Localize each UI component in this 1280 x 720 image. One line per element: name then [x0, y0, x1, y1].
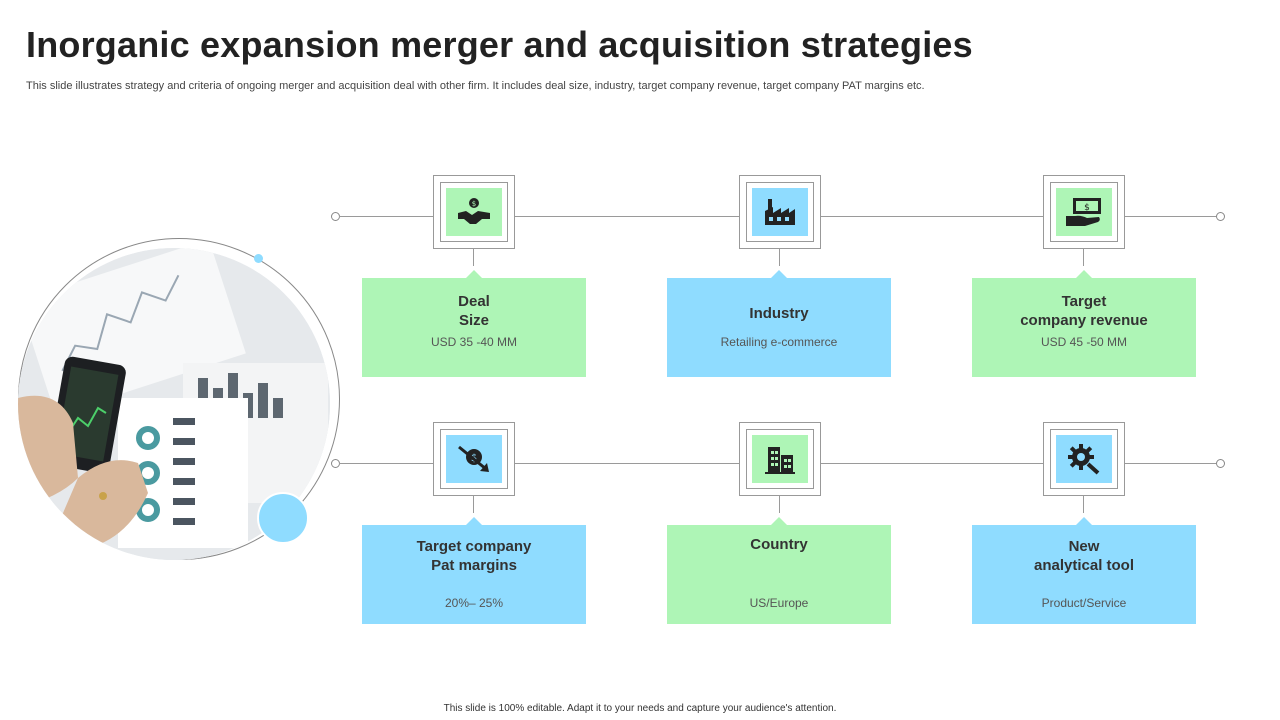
- connector-line: [339, 463, 433, 464]
- decorative-circle: [257, 492, 309, 544]
- handshake-dollar-icon: $: [458, 198, 490, 224]
- page-title: Inorganic expansion merger and acquisiti…: [26, 24, 973, 65]
- card-title: Target company revenue: [1020, 293, 1148, 329]
- card-title: Target company Pat margins: [416, 538, 532, 574]
- card-deal-size: Deal Size USD 35 -40 MM: [362, 270, 586, 377]
- page-subtitle: This slide illustrates strategy and crit…: [26, 80, 925, 92]
- city-buildings-icon: [765, 447, 795, 474]
- card-country: Country US/Europe: [667, 517, 891, 624]
- card-title: Country: [750, 536, 808, 553]
- card-value: 20%– 25%: [444, 596, 504, 610]
- card-value: USD 45 -50 MM: [1040, 335, 1128, 349]
- svg-text:$: $: [472, 200, 476, 208]
- connector-end-dot: [1216, 459, 1225, 468]
- revenue-icon-frame: $: [1043, 175, 1125, 249]
- card-target-company-pat-margins: Target company Pat margins 20%– 25%: [362, 517, 586, 624]
- connector-line: [1124, 216, 1216, 217]
- connector-line: [820, 216, 1043, 217]
- connector-line: [1124, 463, 1216, 464]
- photo-financial-documents: [18, 248, 330, 560]
- card-title: New analytical tool: [1033, 538, 1135, 574]
- pat-margins-icon-frame: $: [433, 422, 515, 496]
- card-value: Product/Service: [1041, 596, 1127, 610]
- card-industry: Industry Retailing e-commerce: [667, 270, 891, 377]
- card-title: Industry: [749, 305, 809, 322]
- footer-note: This slide is 100% editable. Adapt it to…: [443, 703, 837, 714]
- declining-dollar-icon: $: [458, 445, 489, 472]
- connector-line: [514, 463, 739, 464]
- card-title: Deal Size: [458, 293, 490, 329]
- connector-line: [820, 463, 1043, 464]
- money-hand-icon: $: [1066, 198, 1101, 226]
- country-icon-frame: [739, 422, 821, 496]
- connector-line: [339, 216, 433, 217]
- card-target-company-revenue: Target company revenue USD 45 -50 MM: [972, 270, 1196, 377]
- decorative-dot: [254, 254, 263, 263]
- connector-line: [514, 216, 739, 217]
- card-value: US/Europe: [749, 596, 809, 610]
- card-value: USD 35 -40 MM: [430, 335, 518, 349]
- card-new-analytical-tool: New analytical tool Product/Service: [972, 517, 1196, 624]
- connector-end-dot: [1216, 212, 1225, 221]
- analytical-tool-icon-frame: [1043, 422, 1125, 496]
- card-value: Retailing e-commerce: [720, 335, 838, 349]
- industry-icon-frame: [739, 175, 821, 249]
- deal-size-icon-frame: $: [433, 175, 515, 249]
- factory-icon: [765, 199, 795, 225]
- gear-search-icon: [1068, 444, 1100, 475]
- svg-text:$: $: [1084, 203, 1090, 213]
